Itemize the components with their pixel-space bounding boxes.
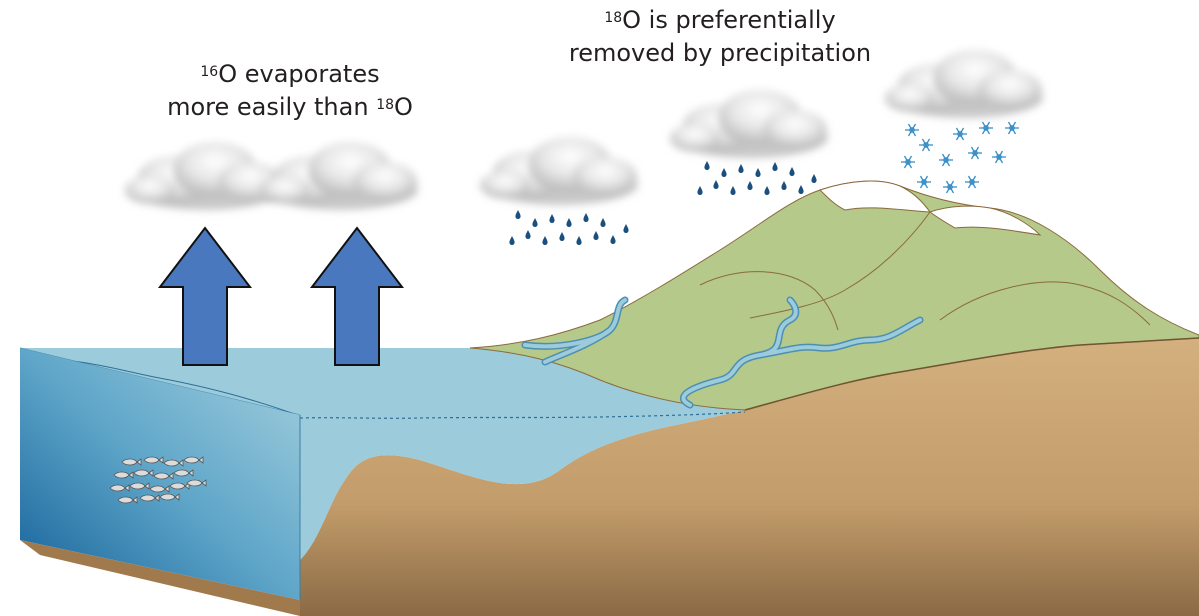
cloud-icon — [260, 142, 418, 210]
land-hills — [469, 180, 1199, 411]
evaporation-label-line1: 16O evaporates — [200, 60, 380, 88]
evaporation-label-line2: more easily than 18O — [167, 93, 413, 121]
snowflake-icon — [900, 120, 1020, 195]
evaporation-label: 16O evaporates more easily than 18O — [120, 58, 460, 124]
precipitation-label-line1: 18O is preferentially — [604, 6, 836, 34]
precipitation-label: 18O is preferentially removed by precipi… — [540, 4, 900, 70]
cloud-icon — [670, 90, 828, 158]
upward-arrow-icon — [157, 226, 253, 366]
cloud-icon — [480, 137, 638, 205]
ground-soil — [300, 338, 1199, 616]
raindrop-icon — [697, 161, 817, 195]
cloud-icon — [885, 50, 1043, 118]
cloud-icon — [125, 142, 283, 210]
rivers — [521, 296, 924, 409]
upward-arrow-icon — [309, 226, 405, 366]
raindrop-icon — [509, 210, 629, 245]
precipitation-label-line2: removed by precipitation — [568, 39, 872, 67]
